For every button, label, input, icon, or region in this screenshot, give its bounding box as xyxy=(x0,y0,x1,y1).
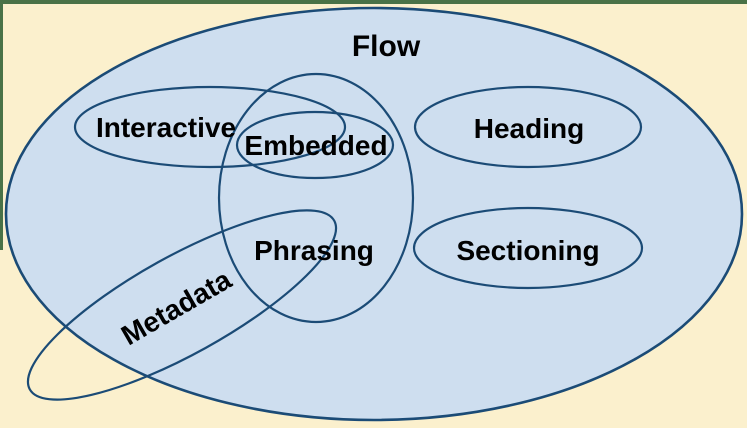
interactive-ellipse xyxy=(73,85,347,169)
frame-top-border xyxy=(0,0,747,4)
flow-label: Flow xyxy=(352,30,421,63)
heading-label: Heading xyxy=(474,113,584,144)
interactive-label: Interactive xyxy=(96,112,236,143)
heading-ellipse xyxy=(413,85,643,169)
sectioning-ellipse xyxy=(412,206,644,290)
frame-left-border xyxy=(0,0,3,250)
embedded-ellipse xyxy=(235,110,395,180)
sectioning-label: Sectioning xyxy=(456,235,599,266)
flow-ellipse xyxy=(4,6,744,422)
phrasing-label: Phrasing xyxy=(254,235,374,266)
metadata-ellipse xyxy=(26,209,338,401)
embedded-label: Embedded xyxy=(244,130,387,161)
phrasing-ellipse xyxy=(217,72,415,324)
